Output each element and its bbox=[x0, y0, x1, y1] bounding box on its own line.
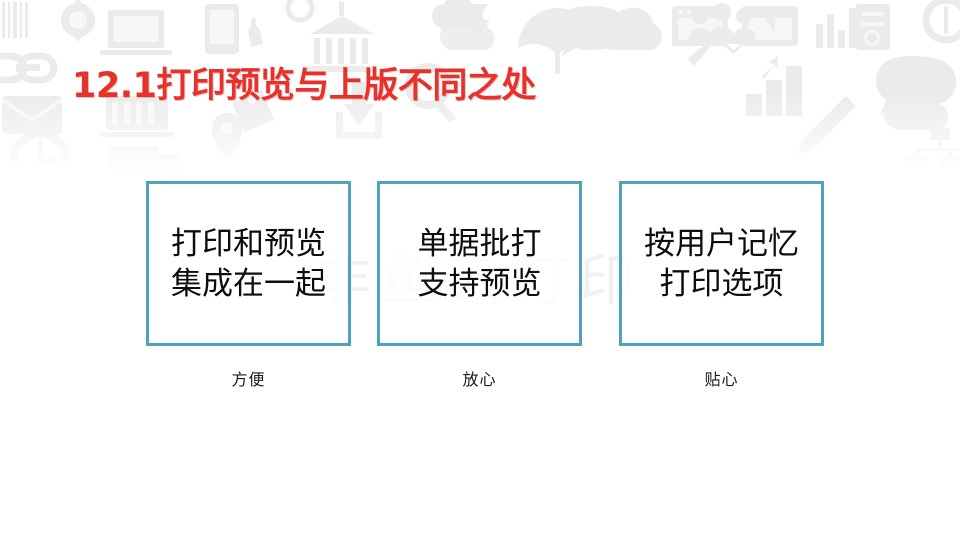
dollar-circle-icon bbox=[285, 0, 315, 23]
document-search-icon bbox=[856, 4, 890, 50]
sitemap-icon bbox=[906, 128, 960, 168]
globe-gear-icon bbox=[61, 0, 95, 42]
feature-card[interactable]: 打印和预览 集成在一起 方便 bbox=[146, 181, 351, 390]
feature-card-text: 单据批打 支持预览 bbox=[417, 225, 542, 301]
feature-card-caption: 贴心 bbox=[704, 372, 739, 389]
browser-window-icon bbox=[672, 6, 728, 46]
feature-card[interactable]: 按用户记忆 打印选项 贴心 bbox=[619, 181, 824, 390]
delivery-truck-icon bbox=[108, 146, 186, 172]
browser-window-icon bbox=[742, 6, 798, 46]
page-title: 12.1打印预览与上版不同之处 bbox=[72, 66, 536, 107]
envelope-icon bbox=[0, 96, 64, 134]
clock-icon bbox=[10, 130, 70, 172]
feature-card-caption: 放心 bbox=[462, 372, 497, 389]
laptop-icon bbox=[100, 10, 172, 55]
speech-bubble-icon bbox=[558, 6, 626, 56]
feature-card-text: 打印和预览 集成在一起 bbox=[171, 225, 326, 301]
cloud-icon bbox=[597, 7, 662, 50]
bar-chart-icon bbox=[746, 56, 802, 116]
dollar-circle-icon bbox=[922, 0, 960, 44]
people-group-icon bbox=[688, 3, 756, 44]
pencil-icon bbox=[798, 96, 856, 154]
location-pin-icon bbox=[212, 113, 242, 160]
cloud-icon bbox=[883, 87, 948, 130]
speech-bubble-icon bbox=[876, 56, 956, 116]
cloud-icon bbox=[431, 0, 483, 29]
feature-card-box[interactable]: 按用户记忆 打印选项 bbox=[619, 181, 824, 346]
barcode-icon bbox=[2, 2, 28, 38]
feature-card-row: 打印和预览 集成在一起 方便 单据批打 支持预览 放心 按用户记忆 打印选项 贴… bbox=[146, 181, 824, 389]
feature-card-caption: 方便 bbox=[231, 372, 266, 389]
link-chain-icon bbox=[0, 52, 58, 84]
feature-card[interactable]: 单据批打 支持预览 放心 bbox=[377, 181, 582, 390]
chart-bars-icon bbox=[816, 8, 856, 48]
tablet-touch-icon bbox=[205, 4, 263, 54]
lightning-cloud-icon bbox=[439, 4, 495, 50]
growth-arrow-icon bbox=[688, 8, 776, 66]
feature-card-text: 按用户记忆 打印选项 bbox=[644, 225, 799, 301]
feature-card-box[interactable]: 单据批打 支持预览 bbox=[377, 181, 582, 346]
feature-card-box[interactable]: 打印和预览 集成在一起 bbox=[146, 181, 351, 346]
